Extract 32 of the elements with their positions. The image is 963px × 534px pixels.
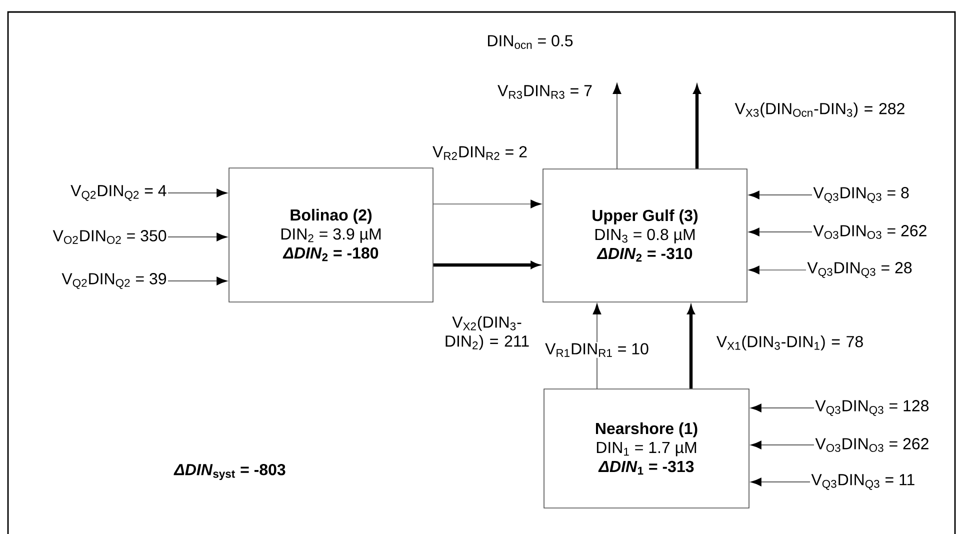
arrow: [168, 232, 228, 242]
arrow: [433, 200, 542, 208]
arrow: [748, 190, 812, 200]
edge-label: V$_{X1}$(DIN$_{3}$-DIN$_{1}$) = 78: [716, 336, 863, 350]
flux-label: V$_{Q3}$DIN$_{Q3}$ = 11: [811, 474, 914, 490]
arrow: [750, 478, 810, 486]
edge-label: V$_{R2}$DIN$_{R2}$ = 2: [432, 146, 527, 160]
arrow: [612, 82, 622, 169]
arrow: [168, 188, 228, 198]
arrow: [168, 276, 228, 286]
flux-label: V$_{O3}$DIN$_{O3}$ = 262: [815, 438, 928, 452]
compartment-box: Bolinao (2) DIN$_{2}$ = 3.9 µM ΔDIN$_{2}$ = -180: [228, 168, 434, 302]
flux-label: V$_{Q3}$DIN$_{Q3}$ = 128: [815, 400, 929, 416]
edge-label: V$_{X3}$(DIN$_{Ocn}$-DIN$_{3}$) = 282: [734, 102, 904, 118]
edge-label: V$_{R3}$DIN$_{R3}$ = 7: [498, 85, 592, 99]
flux-label: V$_{Q3}$DIN$_{Q3}$ = 28: [807, 262, 912, 278]
arrow: [748, 228, 812, 236]
arrow: [592, 303, 602, 389]
edge-label: V$_{R1}$DIN$_{R1}$ = 10: [545, 343, 648, 357]
arrow: [748, 266, 806, 274]
flux-label: V$_{O2}$DIN$_{O2}$ = 350: [52, 230, 166, 244]
flux-label: V$_{Q2}$DIN$_{Q2}$ = 39: [62, 273, 166, 289]
arrow: [750, 404, 814, 412]
arrow: [750, 440, 814, 450]
flux-label: V$_{O3}$DIN$_{O3}$ = 262: [813, 225, 926, 239]
edge-label: V$_{X2}$(DIN$_{3}$-DIN$_{2}$) = 211: [446, 316, 529, 350]
flux-label: V$_{Q2}$DIN$_{Q2}$ = 4: [70, 185, 166, 201]
note-label: ΔDIN$_{syst}$ = -803: [174, 464, 286, 480]
compartment-box: Nearshore (1) DIN$_{1}$ = 1.7 µM ΔDIN$_{1}$ = -313: [544, 388, 750, 508]
flux-label: V$_{Q3}$DIN$_{Q3}$ = 8: [813, 187, 909, 203]
compartment-box: Upper Gulf (3) DIN$_{3}$ = 0.8 µM ΔDIN$_{2}$ = -310: [542, 168, 748, 302]
note-label: DIN$_{ocn}$ = 0.5: [488, 35, 573, 49]
